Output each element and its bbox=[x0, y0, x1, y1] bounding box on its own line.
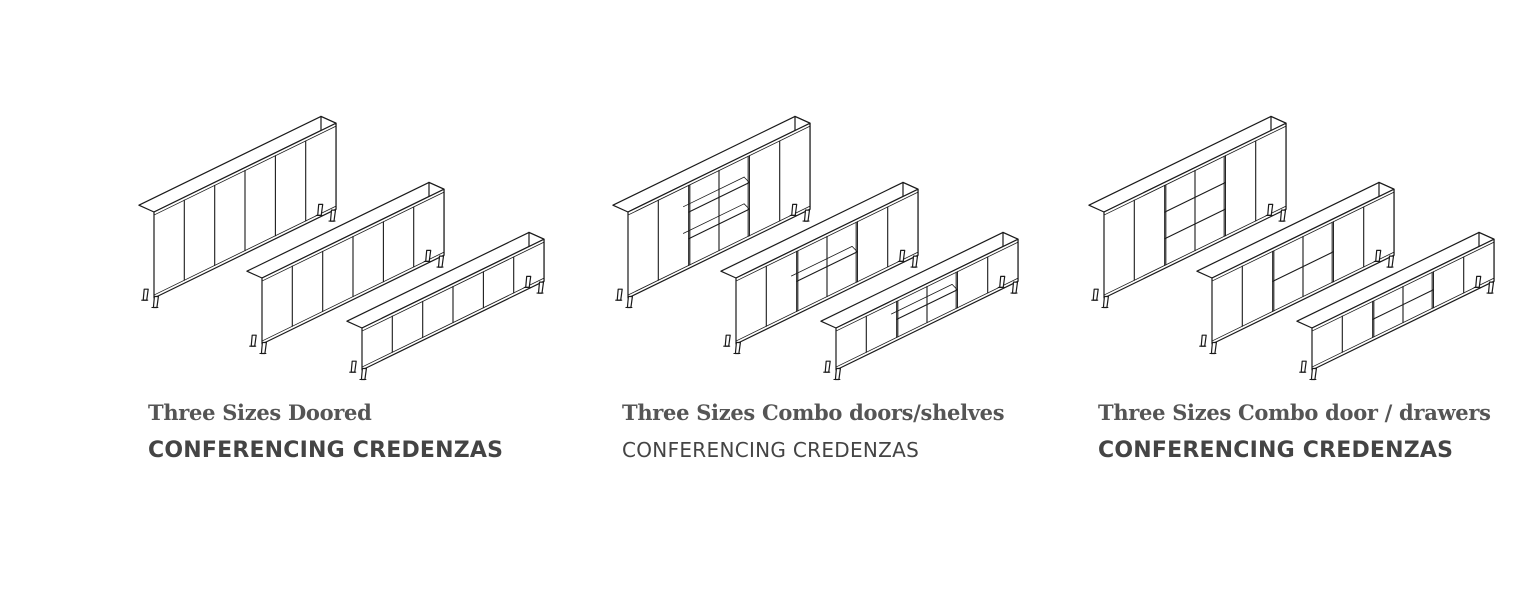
credenza-1-large-shelf-edge bbox=[688, 181, 750, 213]
credenza-1-medium-leg-back-left bbox=[724, 334, 731, 347]
product-subtitle: Three Sizes Combo doors/shelves bbox=[622, 400, 1005, 425]
credenza-1-large-leg-front-left bbox=[626, 295, 633, 309]
credenza-2-large-drawer-seam bbox=[1164, 208, 1226, 240]
credenza-1-small-leg-back-left bbox=[824, 360, 831, 373]
credenza-0-medium-leg-front-right bbox=[437, 255, 445, 268]
credenza-illustration-shelves bbox=[612, 115, 1019, 381]
credenza-2-large-leg-back-left bbox=[1092, 288, 1099, 301]
product-panel-doored: Three Sizes Doored CONFERENCING CREDENZA… bbox=[138, 115, 588, 480]
credenza-1-large-shelf-edge bbox=[688, 208, 750, 240]
credenza-2-large-front-frame-top bbox=[1104, 126, 1286, 216]
credenza-1-medium-shelf-back bbox=[790, 246, 853, 277]
credenza-0-medium-front-frame-top bbox=[262, 192, 444, 282]
credenza-0-small-leg-front-right bbox=[537, 281, 545, 294]
product-panel-combo-drawers: Three Sizes Combo door / drawers CONFERE… bbox=[1088, 115, 1538, 480]
credenza-0-small-leg-back-left bbox=[350, 360, 357, 373]
credenza-0-small-leg-back-right bbox=[525, 275, 532, 288]
credenza-2-large-drawer-seam bbox=[1164, 181, 1226, 213]
credenza-2-small-drawer-seam bbox=[1372, 289, 1434, 320]
credenza-2-large-leg-front-left bbox=[1102, 295, 1109, 309]
credenza-0-medium-leg-front-left bbox=[260, 341, 268, 355]
credenza-1-medium-leg-front-right bbox=[911, 255, 919, 268]
credenza-2-large-leg-front-right bbox=[1279, 209, 1287, 222]
credenza-0-small-front-frame-bottom bbox=[362, 277, 544, 368]
credenza-2-medium-drawer-seam bbox=[1272, 251, 1334, 282]
credenza-1-small-front-frame-top bbox=[836, 242, 1018, 332]
credenza-1-small-shelf-edge bbox=[896, 289, 958, 320]
credenza-1-large-leg-back-right bbox=[791, 203, 798, 217]
credenza-0-medium-leg-back-left bbox=[250, 334, 257, 347]
credenza-2-small-front-frame-top bbox=[1312, 242, 1494, 332]
credenza-2-large-leg-back-right bbox=[1267, 203, 1274, 217]
credenza-illustration-drawers bbox=[1088, 115, 1495, 381]
credenza-2-small-leg-front-right bbox=[1487, 281, 1495, 294]
credenza-0-large-leg-back-left bbox=[142, 288, 149, 301]
product-subtitle: Three Sizes Combo door / drawers bbox=[1098, 400, 1491, 425]
credenza-0-medium-front-frame-bottom bbox=[262, 251, 444, 342]
credenza-1-small-leg-front-right bbox=[1011, 281, 1019, 294]
credenza-0-medium-leg-back-right bbox=[425, 249, 432, 262]
credenza-2-medium-leg-front-right bbox=[1387, 255, 1395, 268]
credenza-0-large-front-frame-bottom bbox=[154, 206, 336, 296]
credenza-2-medium-leg-back-left bbox=[1200, 334, 1207, 347]
credenza-0-large-front-frame-top bbox=[154, 126, 336, 216]
product-title: CONFERENCING CREDENZAS bbox=[1098, 438, 1454, 463]
credenza-2-small-leg-front-left bbox=[1310, 367, 1317, 381]
credenza-1-medium-shelf-edge bbox=[796, 251, 858, 282]
credenza-0-large-leg-front-right bbox=[329, 209, 337, 222]
credenza-2-small-leg-back-right bbox=[1475, 275, 1482, 288]
credenza-2-medium-leg-back-right bbox=[1375, 249, 1382, 262]
credenza-0-large-leg-back-right bbox=[317, 203, 324, 217]
credenza-2-small-front-frame-bottom bbox=[1312, 277, 1494, 368]
credenza-1-medium-front-frame-bottom bbox=[736, 251, 918, 342]
credenza-0-small-leg-front-left bbox=[360, 367, 367, 381]
credenza-1-large-shelf-back bbox=[683, 176, 745, 208]
credenza-1-large-front-frame-top bbox=[628, 126, 810, 216]
credenza-1-large-leg-front-right bbox=[803, 209, 811, 222]
credenza-2-medium-front-frame-top bbox=[1212, 192, 1394, 282]
credenza-0-large-leg-front-left bbox=[152, 295, 159, 309]
credenza-1-medium-front-frame-top bbox=[736, 192, 918, 282]
credenza-1-medium-leg-back-right bbox=[899, 249, 906, 262]
credenza-1-large-leg-back-left bbox=[616, 288, 623, 301]
credenza-2-medium-front-frame-bottom bbox=[1212, 251, 1394, 342]
credenza-0-small-front-frame-top bbox=[362, 242, 544, 332]
credenza-illustration-doored bbox=[138, 115, 545, 381]
credenza-1-small-front-frame-bottom bbox=[836, 277, 1018, 368]
credenza-1-large-shelf-back bbox=[683, 203, 745, 234]
product-title: CONFERENCING CREDENZAS bbox=[148, 438, 504, 463]
credenza-1-large-front-frame-bottom bbox=[628, 206, 810, 296]
product-title: CONFERENCING CREDENZAS bbox=[622, 438, 920, 462]
credenza-1-small-leg-front-left bbox=[834, 367, 841, 381]
credenza-1-medium-leg-front-left bbox=[734, 341, 742, 355]
credenza-2-small-leg-back-left bbox=[1300, 360, 1307, 373]
credenza-2-medium-leg-front-left bbox=[1210, 341, 1218, 355]
credenza-1-small-leg-back-right bbox=[999, 275, 1006, 288]
product-panel-combo-shelves: Three Sizes Combo doors/shelves CONFEREN… bbox=[612, 115, 1062, 480]
product-subtitle: Three Sizes Doored bbox=[148, 400, 372, 425]
credenza-1-small-shelf-back bbox=[890, 283, 953, 315]
credenza-2-large-front-frame-bottom bbox=[1104, 206, 1286, 296]
